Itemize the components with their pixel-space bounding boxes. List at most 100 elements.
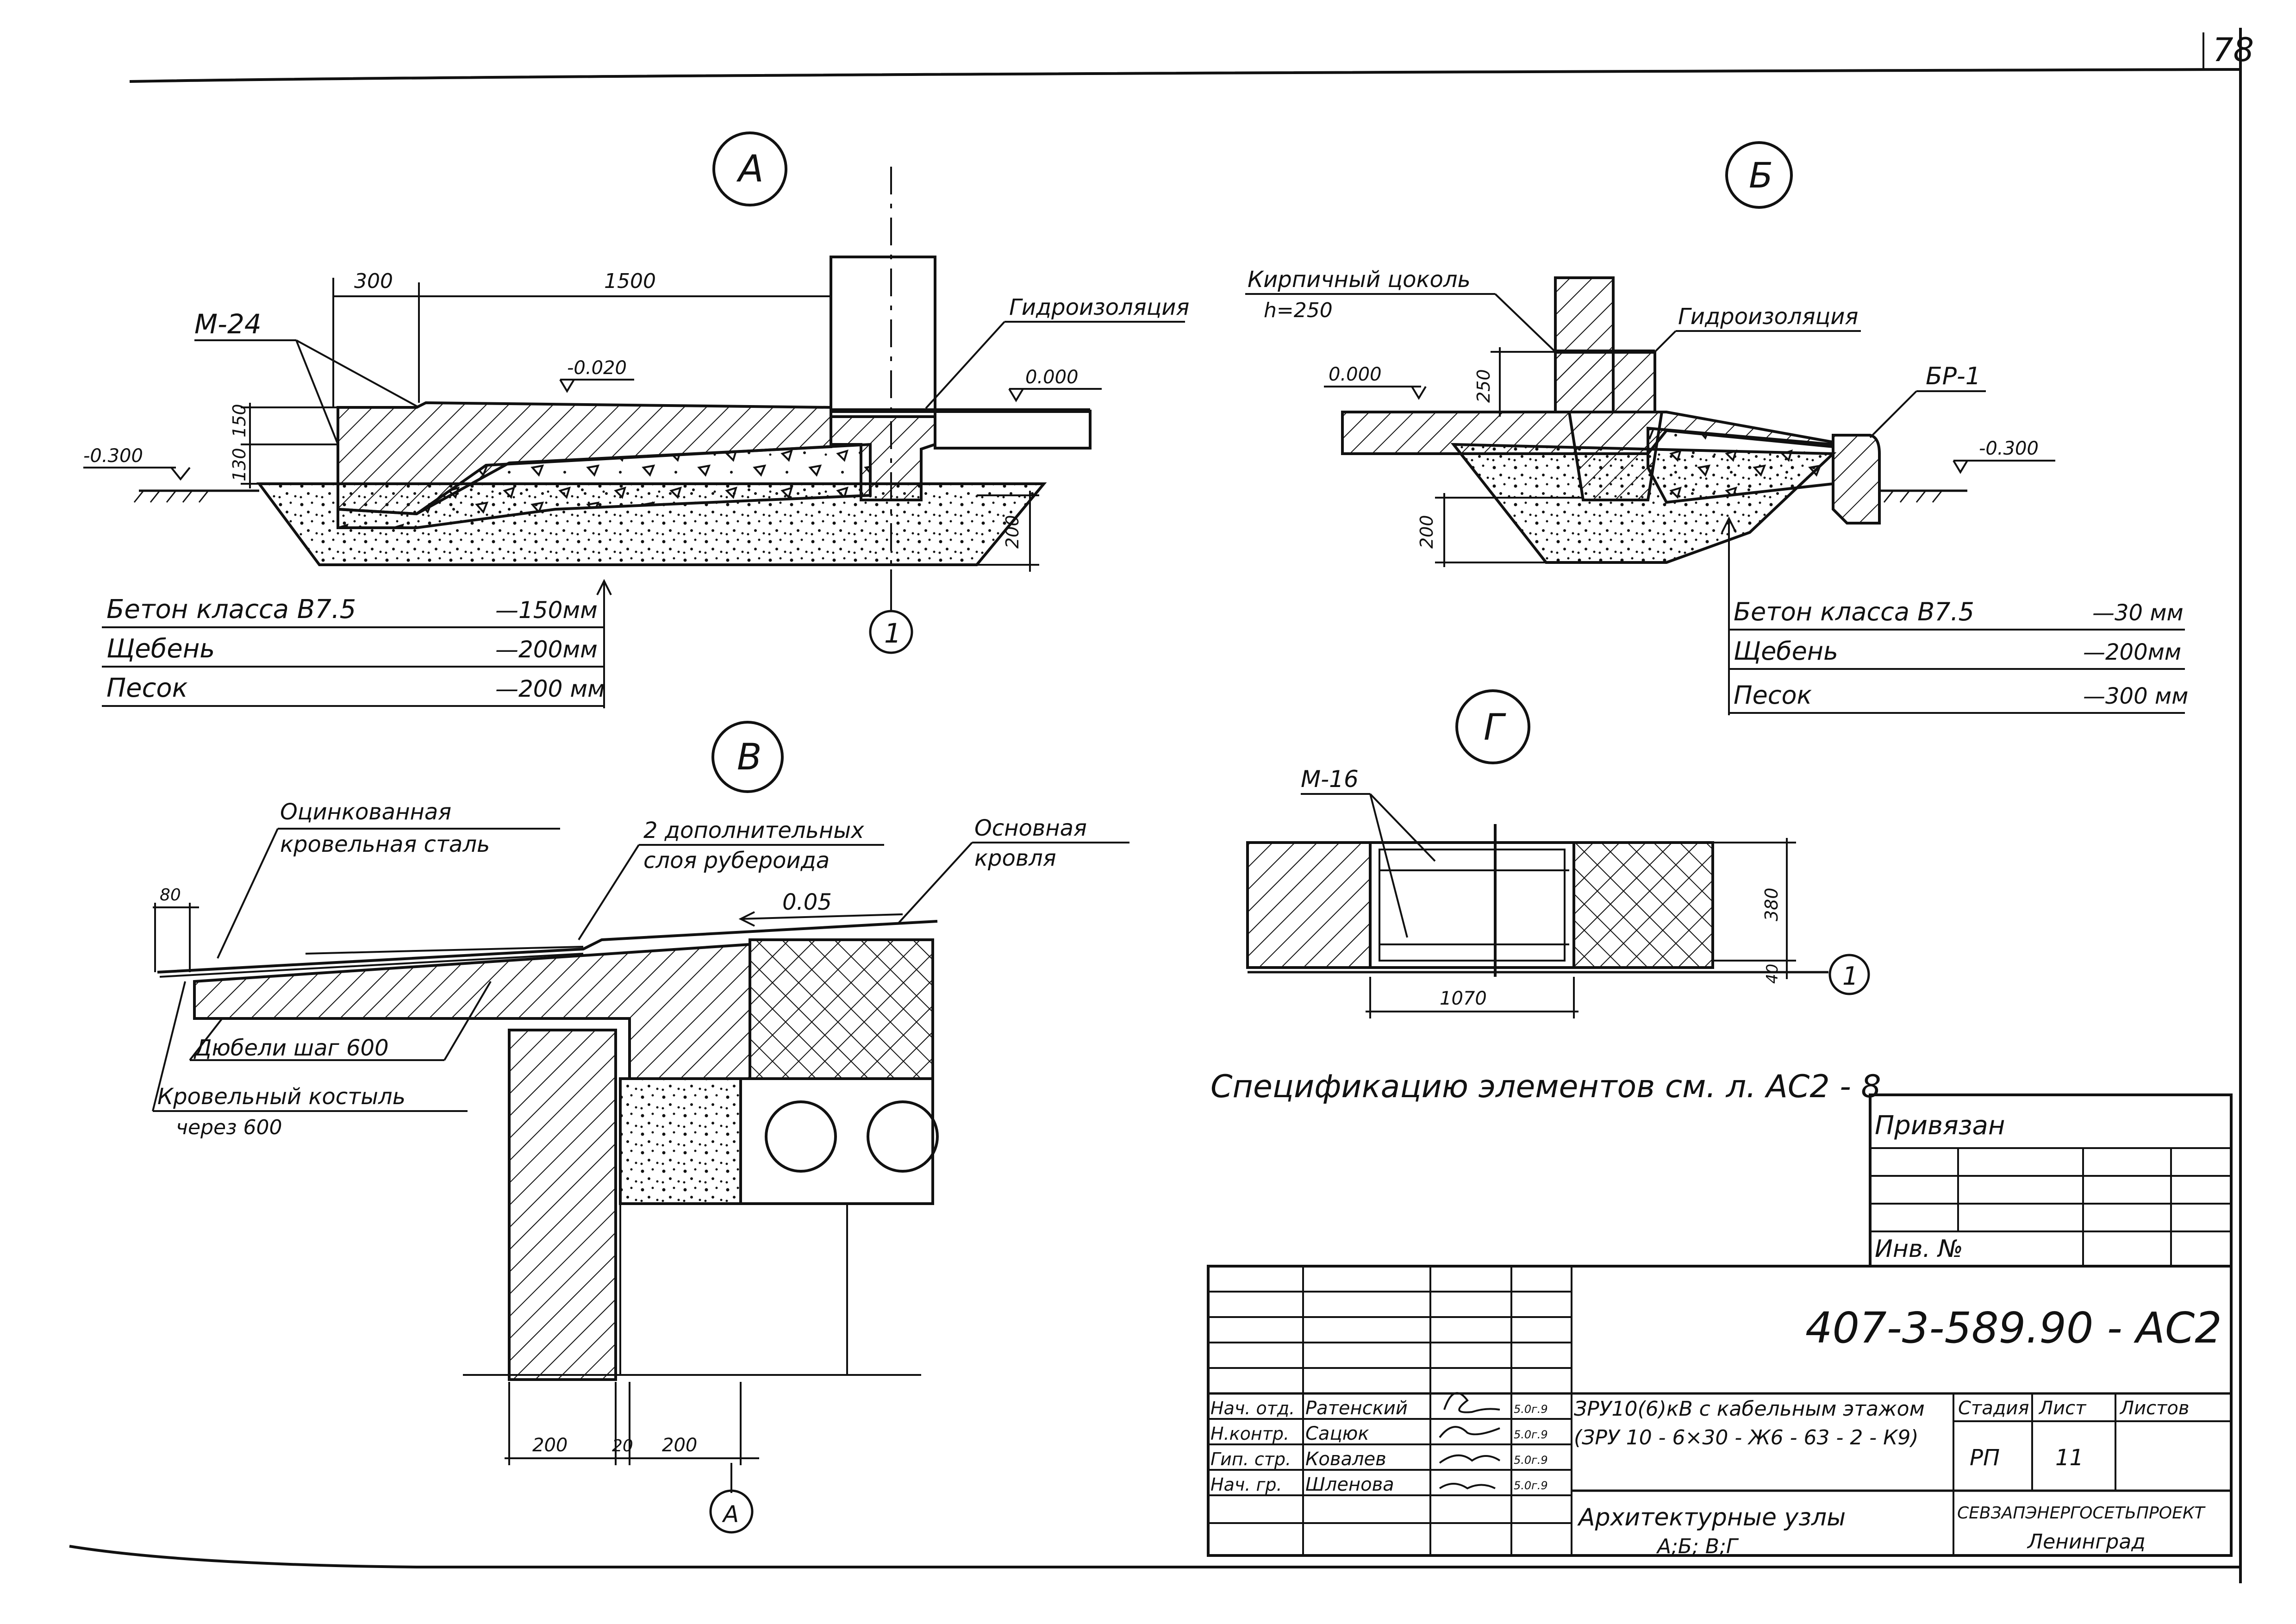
hydro-label-b: Гидроизоляция [1678,304,1858,330]
detail-a: А 300 1500 150 130 [83,131,1189,708]
stage-header: Стадия [1958,1398,2029,1419]
dim-130: 130 [229,448,250,481]
void-2 [867,1100,939,1173]
extra-label-2: слоя рубероида [643,848,830,874]
row-3-role: Гип. стр. [1210,1449,1291,1469]
dim-200-b: 200 [1416,515,1437,549]
sheet-title-2: А;Б; В;Г [1656,1535,1739,1558]
extra-label-1: 2 дополнительных [643,818,864,843]
level-minus-0300-a: -0.300 [83,445,143,467]
dim-40: 40 [1763,964,1782,984]
detail-v: В 0.05 80 Оцинкованная кровельная сталь [152,721,1129,1534]
detail-a-label: А [736,147,764,190]
dim-1500: 1500 [604,269,656,293]
row-3-name: Ковалев [1305,1449,1386,1470]
level-minus-0300-b: -0.300 [1979,438,2039,459]
row-4-date: 5.0г.9 [1514,1479,1548,1492]
main-roof-label-2: кровля [974,845,1056,871]
dim-300: 300 [354,269,393,293]
axis-1-marker-a [869,610,913,654]
detail-g: Г М-16 380 40 1070 1 [1246,689,1870,1018]
object-line-2: (ЗРУ 10 - 6×30 - Ж6 - 63 - 2 - К9) [1574,1426,1919,1449]
row-2-date: 5.0г.9 [1514,1428,1548,1441]
insulation-v [749,938,934,1080]
row-3-date: 5.0г.9 [1514,1454,1548,1467]
org-name: СЕВЗАПЭНЕРГОСЕТЬПРОЕКТ [1957,1504,2206,1523]
curb-label: БР-1 [1926,362,1981,390]
slope-label: 0.05 [782,889,832,915]
row-4-name: Шленова [1305,1474,1394,1495]
sheet-frame [69,28,2242,1583]
level-0000-a: 0.000 [1025,367,1079,388]
layer-a-1-name: Бетон класса В7.5 [106,594,356,625]
axis-1-label-g: 1 [1842,962,1858,991]
dim-380: 380 [1761,887,1782,921]
bound-label: Привязан [1875,1111,2005,1141]
foundation-b [1567,411,1664,501]
detail-b: Б 250 200 0.000 -0 [1245,141,2188,715]
column-a [830,256,936,418]
plinth-label-2: h=250 [1264,299,1333,322]
layer-a-2-value: —200мм [495,636,598,663]
layer-a-3-name: Песок [106,673,188,703]
page-number: 78 [2213,31,2254,69]
layer-b-1-value: —30 мм [2092,600,2184,626]
detail-b-label: Б [1749,155,1773,196]
detail-g-label: Г [1484,707,1506,749]
layer-a-1-value: —150мм [495,597,598,624]
wall-v [508,1029,617,1381]
layer-b-1-name: Бетон класса В7.5 [1734,597,1974,626]
dowels-label: Дюбели шаг 600 [193,1035,389,1061]
layer-a-2-name: Щебень [106,634,215,664]
doc-code: 407-3-589.90 - АС2 [1805,1303,2222,1353]
level-minus-0020-a: -0.020 [567,357,627,379]
dim-200-v-right: 200 [662,1435,697,1456]
detail-b-marker [1725,141,1793,209]
detail-g-marker [1455,689,1530,764]
plinth-wide-b [1554,350,1656,413]
hollow-core-v [739,1077,934,1205]
org-city: Ленинград [2027,1530,2146,1554]
axis-a-label: А [722,1501,739,1528]
mark-m24: М-24 [194,308,262,340]
stage-value: РП [1970,1445,2000,1471]
main-stamp [1207,1265,2233,1557]
hydro-layer-a [831,408,1090,413]
roof-covering-v [157,920,938,974]
axis-a-marker [709,1489,754,1534]
layer-b-2-name: Щебень [1734,637,1838,666]
row-2-role: Н.контр. [1210,1424,1289,1444]
dim-80: 80 [160,886,181,905]
mark-m16: М-16 [1301,766,1359,793]
sheet-title-1: Архитектурные узлы [1577,1504,1846,1531]
concrete-slab-a [337,401,832,516]
sheet-value: 11 [2055,1445,2084,1471]
row-2-name: Сацюк [1305,1423,1369,1444]
level-0000-b: 0.000 [1329,364,1382,385]
layer-b-2-value: —200мм [2083,639,2181,665]
curb-br1 [1832,434,1881,525]
spec-note: Спецификацию элементов см. л. АС2 - 8 [1210,1068,1881,1105]
wall-right-g [1572,841,1714,969]
floor-slab-a [934,410,1092,450]
dim-150: 150 [229,404,250,437]
sheet-header: Лист [2038,1398,2087,1419]
axis-1-marker-g [1828,954,1870,995]
galv-label-1: Оцинкованная [280,799,451,825]
title-block: Привязан Инв. № 407-3-589.90 - АС2 ЗРУ10… [1207,1093,2233,1558]
crutch-label-1: Кровельный костыль [157,1084,406,1110]
inner-box-g [1379,849,1566,962]
object-line-1: ЗРУ10(6)кВ с кабельным этажом [1574,1397,1925,1421]
sheets-header: Листов [2119,1398,2189,1419]
galv-label-2: кровельная сталь [280,831,490,857]
axis-1-label-a: 1 [884,618,901,649]
main-roof-label-1: Основная [974,815,1087,841]
row-1-date: 5.0г.9 [1514,1403,1548,1416]
dim-1070: 1070 [1440,988,1487,1009]
detail-v-label: В [737,737,762,778]
plinth-label-1: Кирпичный цоколь [1248,267,1471,293]
detail-v-marker [711,721,784,793]
inv-label: Инв. № [1875,1235,1963,1263]
channel-g [1369,841,1575,969]
